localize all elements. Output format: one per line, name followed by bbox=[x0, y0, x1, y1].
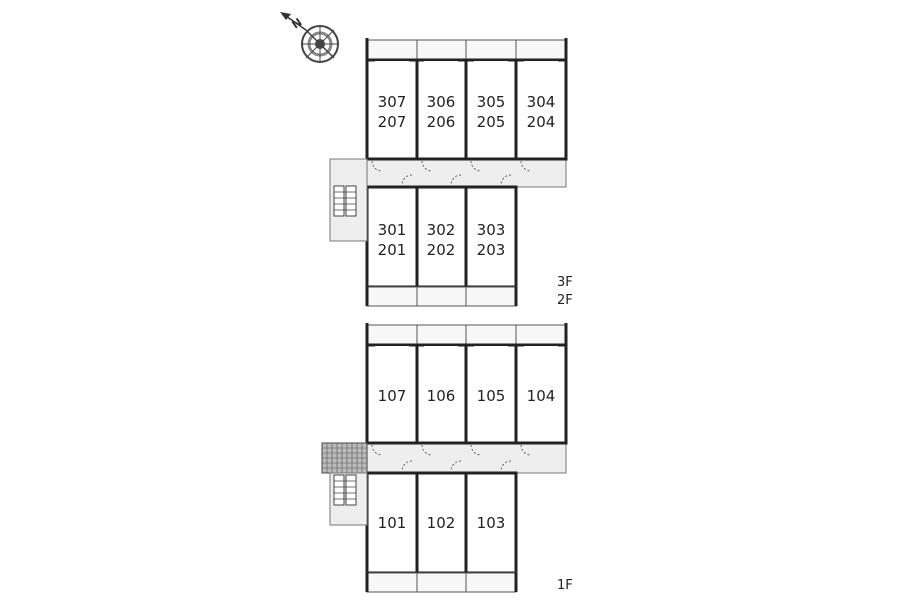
compass: N bbox=[280, 12, 339, 63]
room-label: 205 bbox=[477, 113, 506, 131]
room-label: 206 bbox=[427, 113, 456, 131]
upper-corridor bbox=[366, 158, 567, 188]
room-label: 101 bbox=[378, 514, 407, 532]
upper-staircase bbox=[333, 185, 357, 217]
ground-staircase bbox=[333, 474, 357, 506]
floor-label-2f: 2F bbox=[557, 293, 573, 308]
ground-room-4 bbox=[514, 343, 568, 445]
room-label: 305 bbox=[477, 93, 506, 111]
room-label: 306 bbox=[427, 93, 456, 111]
compass-rose-icon bbox=[301, 25, 339, 63]
room-label: 102 bbox=[427, 514, 456, 532]
room-label: 107 bbox=[378, 387, 407, 405]
room-label: 103 bbox=[477, 514, 506, 532]
ground-room-1 bbox=[365, 343, 419, 445]
room-label: 307 bbox=[378, 93, 407, 111]
north-label: N bbox=[290, 16, 305, 32]
upper-bottom-balcony bbox=[366, 286, 517, 307]
upper-room-4 bbox=[514, 58, 568, 161]
north-arrow-icon bbox=[280, 12, 307, 31]
room-label: 204 bbox=[527, 113, 556, 131]
ground-corridor bbox=[366, 442, 567, 474]
room-label: 301 bbox=[378, 221, 407, 239]
ground-room-5 bbox=[365, 471, 419, 575]
room-label: 303 bbox=[477, 221, 506, 239]
ground-floor-plan: 107 106 105 104 101 102 103 1F bbox=[321, 323, 573, 593]
room-label: 202 bbox=[427, 241, 456, 259]
room-label: 304 bbox=[527, 93, 556, 111]
room-label: 104 bbox=[527, 387, 556, 405]
room-label: 207 bbox=[378, 113, 407, 131]
ground-entrance-tiles bbox=[321, 442, 368, 474]
floor-label-3f: 3F bbox=[557, 275, 573, 290]
upper-room-7 bbox=[464, 185, 518, 289]
room-label: 203 bbox=[477, 241, 506, 259]
ground-room-7 bbox=[464, 471, 518, 575]
room-label: 105 bbox=[477, 387, 506, 405]
ground-bottom-balcony bbox=[366, 572, 517, 593]
room-label: 106 bbox=[427, 387, 456, 405]
ground-room-3 bbox=[464, 343, 518, 445]
floor-label-1f: 1F bbox=[557, 578, 573, 593]
upper-floor-plan: 307 207 306 206 305 205 304 204 301 201 … bbox=[329, 38, 573, 308]
room-label: 302 bbox=[427, 221, 456, 239]
room-label: 201 bbox=[378, 241, 407, 259]
ground-room-6 bbox=[415, 471, 468, 575]
